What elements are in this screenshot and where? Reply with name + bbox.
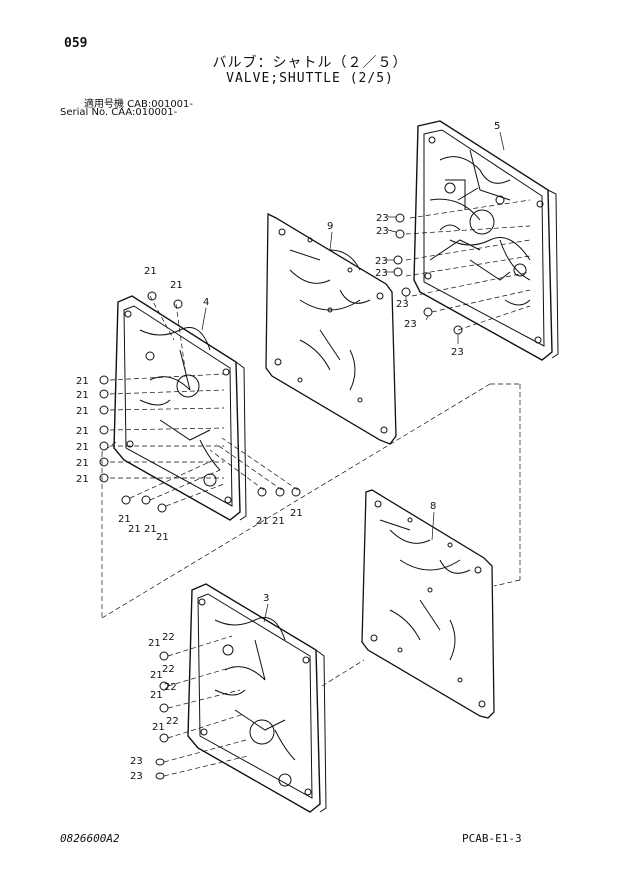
callout-23: 23 [451, 347, 464, 358]
callout-23: 23 [130, 756, 143, 767]
page-code: PCAB-E1-3 [462, 832, 522, 845]
valve-body-part-4 [113, 295, 247, 521]
callout-part-9: 9 [327, 221, 333, 232]
callout-21: 21 [148, 638, 161, 649]
callout-21: 21 [118, 514, 131, 525]
callout-22: 22 [164, 682, 177, 693]
callout-23: 23 [376, 226, 389, 237]
plug-fittings [99, 213, 463, 780]
callout-21: 21 [76, 474, 89, 485]
serial-applicable: 適用号機 CAB:001001- [84, 99, 194, 110]
part-callouts: 5 9 4 8 3 23 23 23 23 23 23 23 21 21 21 … [76, 121, 500, 782]
callout-22: 22 [162, 632, 175, 643]
callout-21: 21 [76, 406, 89, 417]
gasket-part-9 [265, 212, 397, 445]
title-english: VALVE;SHUTTLE (2/5) [226, 71, 394, 86]
drawing-number: 0826600A2 [60, 832, 120, 845]
callout-21: 21 [144, 524, 157, 535]
callout-21: 21 [76, 426, 89, 437]
callout-21: 21 [170, 280, 183, 291]
callout-22: 22 [162, 664, 175, 675]
valve-body-part-5 [413, 120, 559, 361]
callout-21: 21 [272, 516, 285, 527]
callout-21: 21 [76, 442, 89, 453]
callout-21: 21 [290, 508, 303, 519]
callout-21: 21 [76, 376, 89, 387]
alignment-lines [101, 199, 531, 777]
callout-23: 23 [130, 771, 143, 782]
callout-23: 23 [375, 256, 388, 267]
serial-number: Serial No. CAA:010001- [60, 107, 178, 118]
callout-21: 21 [156, 532, 169, 543]
callout-21: 21 [150, 670, 163, 681]
callout-21: 21 [76, 390, 89, 401]
gasket-part-8 [361, 489, 495, 719]
callout-22: 22 [166, 716, 179, 727]
callout-21: 21 [128, 524, 141, 535]
valve-body-part-3 [187, 583, 327, 813]
callout-part-5: 5 [494, 121, 500, 132]
callout-23: 23 [376, 213, 389, 224]
callout-21: 21 [152, 722, 165, 733]
page-number: 059 [64, 36, 88, 51]
callout-part-8: 8 [430, 501, 436, 512]
callout-21: 21 [76, 458, 89, 469]
callout-part-3: 3 [263, 593, 269, 604]
callout-23: 23 [404, 319, 417, 330]
callout-21: 21 [150, 690, 163, 701]
title-japanese: バルブ：シャトル（２／５） [212, 55, 408, 71]
callout-21: 21 [144, 266, 157, 277]
callout-23: 23 [375, 268, 388, 279]
callout-part-4: 4 [203, 297, 209, 308]
leader-lines [201, 131, 505, 623]
callout-21: 21 [256, 516, 269, 527]
callout-23: 23 [396, 299, 409, 310]
